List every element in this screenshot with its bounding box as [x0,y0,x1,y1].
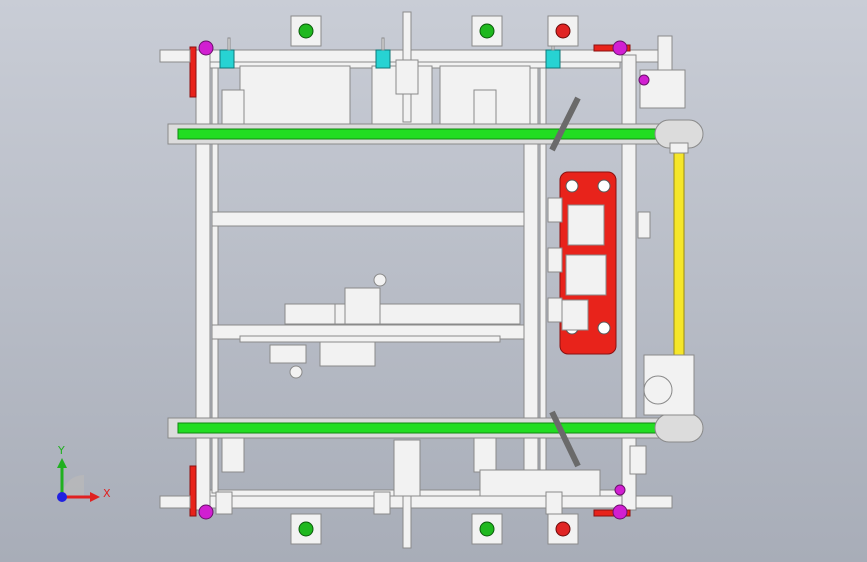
push-button-icon [290,15,322,47]
corner-bracket-top-left [189,46,197,98]
teal-block-center [375,49,391,69]
upright-right [621,54,637,511]
drive-motor-flange [643,375,673,405]
gripper-lower [319,339,376,367]
knob-lower [289,365,303,379]
caster-wheel-icon [198,504,214,520]
drive-shaft [673,149,685,366]
fixture-side-block-2 [547,247,563,273]
corner-bracket-bottom-right [593,509,631,517]
belt-pulley-bottom [654,413,704,443]
bottom-bracket-right [629,445,647,475]
link-arm-top [549,96,581,152]
corner-bracket-top-right [593,44,631,52]
caster-wheel-icon [612,504,628,520]
clamp-top-right [473,89,497,125]
fixture-side-block-3 [547,297,563,323]
axis-x-label: X [103,487,111,500]
corner-bracket-bottom-left [189,465,197,517]
tab-left-bottom [159,495,191,509]
link-arm-bottom [549,410,581,468]
knob [373,273,387,287]
caster-wheel-icon [612,40,628,56]
tab-left-top [159,49,191,63]
teal-post-left [227,37,231,51]
sensor-block [269,344,307,364]
push-button-icon [471,513,503,545]
fixture-side-block [547,197,563,223]
center-post-block-bottom [393,439,421,497]
clamp-top-left [221,89,245,125]
fixture-mechanism [565,254,607,296]
caster-wheel-icon [198,40,214,56]
teal-post-center [381,37,385,51]
teal-block-right [545,49,561,69]
machine-assembly [159,11,704,549]
push-button-icon [471,15,503,47]
base-plate [239,335,501,343]
push-button-icon [547,15,579,47]
push-button-icon [290,513,322,545]
red-fixture [547,171,651,355]
fixture-clamp-upper [567,204,605,246]
conveyor-belt-top [167,119,704,149]
bottom-post-block-center [373,491,391,515]
bottom-housing-right [479,469,601,497]
upright-left-inner [211,67,219,494]
carriage-block [344,287,381,325]
bottom-post-block-right [545,491,563,515]
push-buttons [290,15,579,545]
caster-wheel-icon [614,484,626,496]
coordinate-triad-icon: Y X [57,444,111,502]
bottom-post-block-left [215,491,233,515]
top-housing-left [239,65,351,127]
teal-block-left [219,49,235,69]
clamp-bottom-left [221,437,245,473]
middle-rail-upper [211,211,525,227]
caster-wheel-icon [638,74,650,86]
axis-y-label: Y [57,444,65,457]
push-button-icon [547,513,579,545]
drive-coupler-top [669,142,689,154]
clamp-bottom-right [473,437,497,473]
fixture-clamp-lower [561,299,589,331]
linear-module-motor [284,303,336,325]
conveyor-belt-bottom [167,413,704,443]
fixture-bracket [637,211,651,239]
center-post-block-top [395,59,419,95]
tab-right-bottom [635,495,673,509]
upright-left-outer [195,49,211,511]
